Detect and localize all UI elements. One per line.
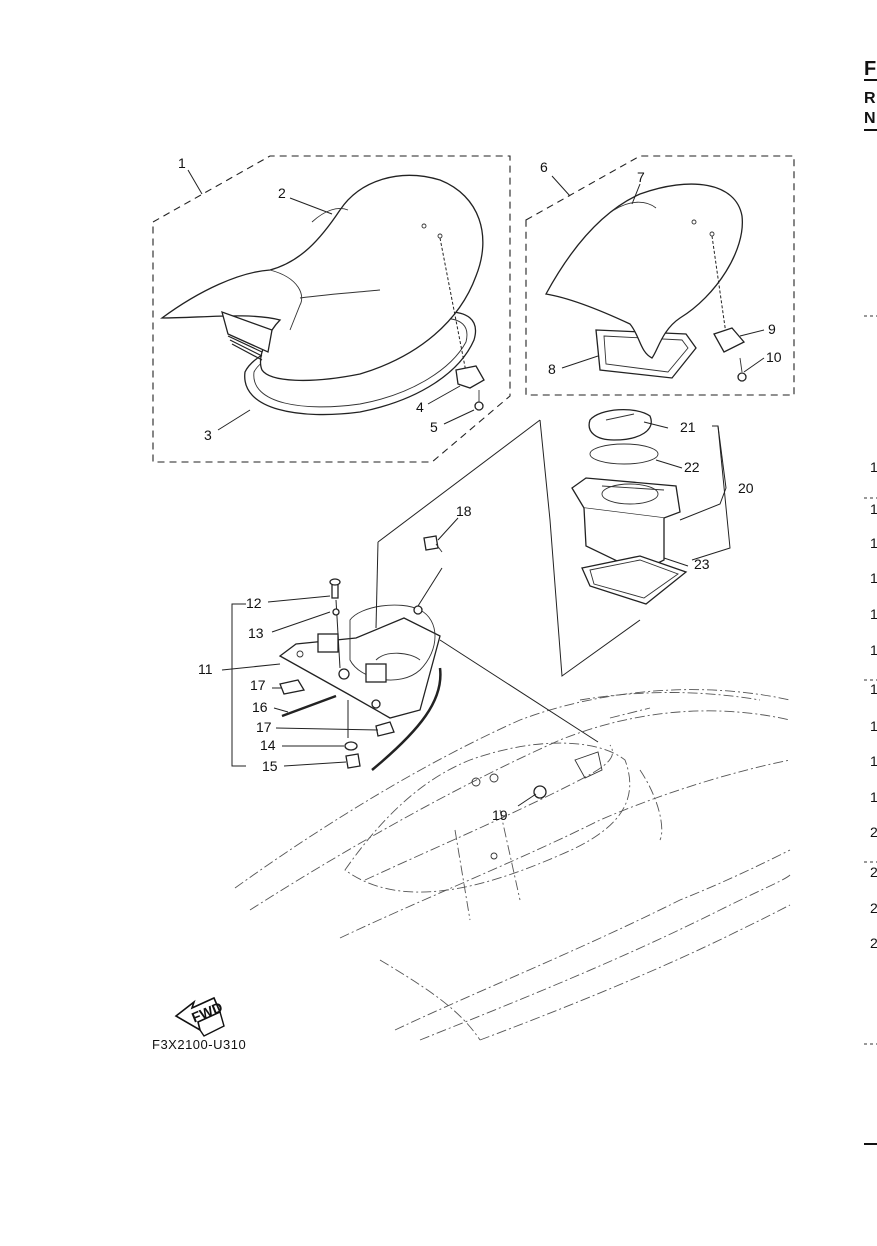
callout-3: 3	[204, 427, 212, 443]
margin-digit: 1	[870, 789, 877, 805]
margin-digit: 2	[870, 824, 877, 840]
edge-letter-f: F	[864, 58, 877, 80]
margin-digit: 1	[870, 570, 877, 586]
callout-20: 20	[738, 480, 754, 496]
margin-digit: 1	[870, 459, 877, 475]
callout-leaders	[187, 169, 765, 807]
margin-digit: 1	[870, 753, 877, 769]
margin-digit: 1	[870, 642, 877, 658]
callout-17-upper: 17	[250, 677, 266, 693]
callout-13: 13	[248, 625, 264, 641]
callout-6: 6	[540, 159, 548, 175]
callout-14: 14	[260, 737, 276, 753]
callout-15: 15	[262, 758, 278, 774]
margin-digit: 2	[870, 864, 877, 880]
margin-digit: 1	[870, 535, 877, 551]
callout-17-lower: 17	[256, 719, 272, 735]
hull-outline	[234, 689, 791, 1041]
callout-5: 5	[430, 419, 438, 435]
right-margin-column: 1 1 1 1 1 1 1 1 1 1 2 2 2 2	[870, 459, 877, 951]
margin-digit: 2	[870, 935, 877, 951]
callout-numbers: 1 2 3 4 5 6 7 8 9 10 11 12 13 14 15 16 1…	[178, 155, 782, 823]
edge-letter-r: R	[864, 90, 876, 107]
fwd-arrow-icon: FWD	[174, 996, 225, 1037]
edge-letter-n: N	[864, 110, 876, 127]
front-seat-assembly-box	[152, 155, 511, 463]
margin-digit: 1	[870, 718, 877, 734]
margin-digit: 1	[870, 681, 877, 697]
callout-10: 10	[766, 349, 782, 365]
callout-7: 7	[637, 169, 645, 185]
callout-21: 21	[680, 419, 696, 435]
margin-digit: 1	[870, 606, 877, 622]
callout-12: 12	[246, 595, 262, 611]
callout-19: 19	[492, 807, 508, 823]
diagram-code: F3X2100-U310	[152, 1037, 247, 1052]
callout-18: 18	[456, 503, 472, 519]
callout-4: 4	[416, 399, 424, 415]
margin-digit: 1	[870, 501, 877, 517]
seat-tray-assembly	[278, 419, 641, 799]
callout-1: 1	[178, 155, 186, 171]
callout-2: 2	[278, 185, 286, 201]
margin-digit: 2	[870, 900, 877, 916]
callout-23: 23	[694, 556, 710, 572]
storage-box-group	[571, 408, 731, 605]
callout-22: 22	[684, 459, 700, 475]
rear-seat-assembly-box	[525, 155, 795, 396]
callout-11: 11	[198, 661, 213, 677]
callout-9: 9	[768, 321, 776, 337]
callout-16: 16	[252, 699, 268, 715]
callout-8: 8	[548, 361, 556, 377]
